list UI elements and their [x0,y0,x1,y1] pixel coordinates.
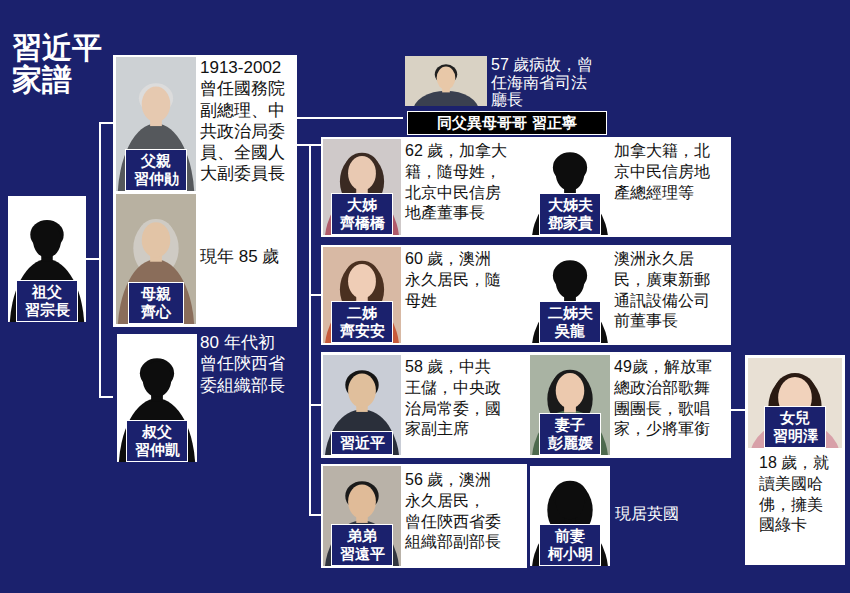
family-line [86,123,113,259]
person-note: 現年 85 歲 [200,246,288,267]
person-name: 二姊 齊安安 [331,301,393,343]
portrait-shape [348,484,376,518]
portrait-shape [142,222,171,257]
portrait-shape [437,67,456,90]
portrait-shape [532,521,609,566]
portrait-shape [325,409,400,455]
person-name: 叔父 習仲凱 [126,420,188,462]
portrait-shape [117,334,197,462]
person-name: 同父異母哥哥 習正寧 [407,111,607,135]
person-note: 現居英國 [615,504,715,525]
photo-frame: 弟弟 習遠平 [323,466,401,566]
portrait-shape [323,355,401,455]
person-name: 弟弟 習遠平 [331,524,393,566]
person-name: 前妻 柯小明 [539,524,601,566]
person-note: 56 歲，澳洲 永久居民， 曾任陝西省委 組織部副部長 [405,470,503,553]
portrait-shape [323,466,401,566]
portrait-shape [348,373,376,407]
person-name: 妻子 彭麗媛 [539,413,601,455]
person-box: 父親 習仲勛 1913-2002 曾任國務院 副總理、中 共政治局委 員、全國人 … [113,55,297,192]
person-note: 80 年代初 曾任陝西省 委組織部長 [200,332,288,396]
person-note: 加拿大籍，北 京中民信房地 產總經理等 [614,141,712,203]
portrait-shape [348,156,376,190]
family-line [731,409,745,411]
person-note: 澳洲永久居 民，廣東新郵 通訊設備公司 前董事長 [614,249,712,332]
person-box: 母親 齊心現年 85 歲 [113,192,297,327]
portrait-shape [530,355,610,455]
portrait-shape [556,264,585,299]
portrait-shape [413,91,479,106]
person-note: 60 歲，澳洲 永久居民，隨 母姓 [405,249,503,311]
portrait-shape [556,156,585,191]
person-box: 女兒 習明澤 18 歲，就 讀美國哈 佛，擁美 國綠卡 [745,355,845,565]
portrait-shape [532,410,609,455]
family-line [297,145,321,515]
portrait-shape [143,362,172,397]
person-box: 弟弟 習遠平 56 歲，澳洲 永久居民， 曾任陝西省委 組織部副部長 [321,464,527,568]
photo-frame: 前妻 柯小明 [530,466,610,566]
person-name: 祖父 習宗長 [16,280,78,322]
photo-frame: 二姊夫 吳龍 [530,247,610,343]
portrait-shape [118,259,195,324]
photo-frame: 父親 習仲勛 [116,57,196,191]
person-box: 叔父 習仲凱 80 年代初 曾任陝西省 委組織部長 [113,332,297,464]
portrait-shape [8,196,86,322]
photo-frame: 妻子 彭麗媛 [530,355,610,455]
person-box: 二姊 齊安安 60 歲，澳洲 永久居民，隨 母姓 [321,245,527,345]
photo-frame: 母親 齊心 [116,194,196,324]
person-note: 57 歲病故，曾 任海南省司法 廳長 [491,56,595,109]
portrait-shape [556,484,585,519]
person-box: 祖父 習宗長 [8,196,86,322]
person-name: 二姊夫 吳龍 [539,301,601,343]
portrait-shape [323,247,401,343]
person-note: 49歲，解放軍 總政治部歌舞 團團長，歌唱 家，少將軍銜 [614,357,714,440]
portrait-shape [323,139,401,235]
photo-frame: 大姊 齊橋橋 [323,139,401,235]
chart-title: 習近平 家譜 [12,32,112,97]
photo-frame: 叔父 習仲凱 [117,334,197,462]
person-note: 58 歲，中共 王儲，中央政 治局常委，國 家副主席 [405,357,503,440]
portrait-shape [142,87,171,122]
person-box: 二姊夫 吳龍澳洲永久居 民，廣東新郵 通訊設備公司 前董事長 [527,245,731,345]
portrait-shape [325,192,400,235]
portrait-shape [530,247,610,343]
portrait-shape [325,520,400,566]
person-name: 大姊夫 鄧家貴 [539,193,601,235]
person-note: 62 歲，加拿大 籍，隨母姓， 北京中民信房 地產董事長 [405,141,509,224]
person-name: 女兒 習明澤 [764,406,826,448]
photo-frame: 二姊 齊安安 [323,247,401,343]
photo-frame: 女兒 習明澤 [748,358,842,448]
portrait-shape [556,373,585,408]
portrait-shape [325,300,400,343]
portrait-shape [530,466,610,566]
portrait-shape [33,223,61,257]
person-box: 大姊 齊橋橋 62 歲，加拿大 籍，隨母姓， 北京中民信房 地產董事長 [321,137,527,237]
portrait-shape [116,57,196,191]
photo-frame: 祖父 習宗長 [8,196,86,322]
person-name: 母親 齊心 [128,282,184,324]
person-box: 大姊夫 鄧家貴加拿大籍，北 京中民信房地 產總經理等 [527,137,731,237]
person-name: 習近平 [331,431,393,455]
person-note: 1913-2002 曾任國務院 副總理、中 共政治局委 員、全國人 大副委員長 [200,57,288,185]
person-box: 習近平 58 歲，中共 王儲，中央政 治局常委，國 家副主席 [321,352,527,458]
family-line [86,259,113,397]
person-name: 父親 習仲勛 [125,149,187,191]
portrait-photo [405,56,487,106]
person-box: 同父異母哥哥 習正寧57 歲病故，曾 任海南省司法 廳長 [403,55,611,137]
person-box: 妻子 彭麗媛 49歲，解放軍 總政治部歌舞 團團長，歌唱 家，少將軍銜 [527,352,731,458]
portrait-shape [530,139,610,235]
photo-frame [405,56,487,106]
person-note: 18 歲，就 讀美國哈 佛，擁美 國綠卡 [759,453,831,536]
portrait-shape [10,259,85,322]
person-box: 前妻 柯小明現居英國 [527,464,731,568]
portrait-shape [532,193,609,235]
person-name: 大姊 齊橋橋 [331,193,393,235]
family-line [297,117,403,119]
portrait-shape [119,399,196,462]
portrait-shape [118,124,195,191]
photo-frame: 習近平 [323,355,401,455]
portrait-shape [532,301,609,343]
photo-frame: 大姊夫 鄧家貴 [530,139,610,235]
portrait-shape [348,264,376,298]
